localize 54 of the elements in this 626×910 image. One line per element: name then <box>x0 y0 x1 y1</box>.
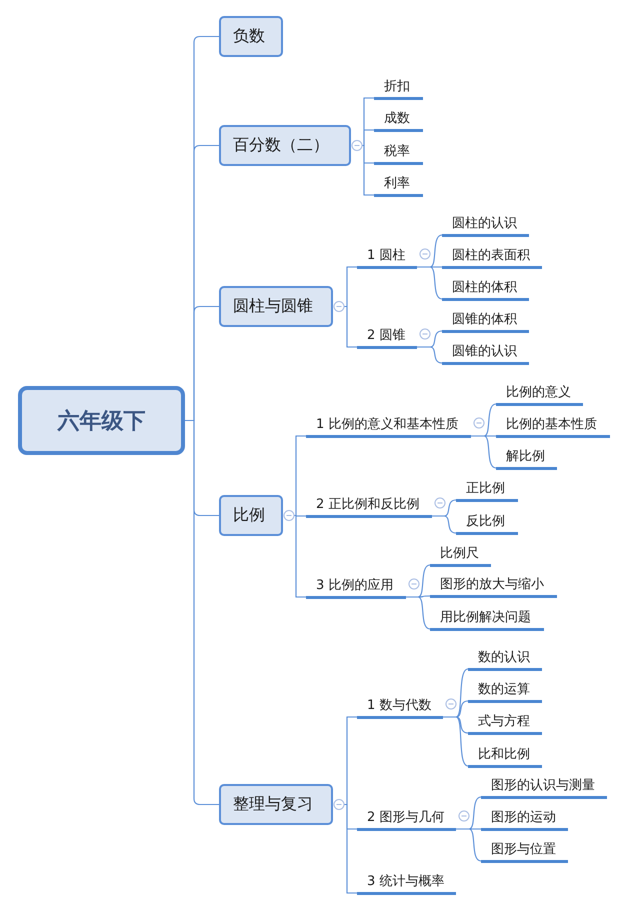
underlined-topic: 正比例 <box>456 478 518 502</box>
underlined-topic: 式与方程 <box>468 710 542 734</box>
topic-box: 圆柱与圆锥 <box>219 286 333 327</box>
underlined-topic: 图形的运动 <box>481 806 568 830</box>
underlined-topic: 2 圆锥 <box>357 324 417 348</box>
underlined-topic: 2 正比例和反比例 <box>306 494 432 518</box>
underlined-topic: 用比例解决问题 <box>430 606 544 630</box>
underlined-topic: 圆锥的体积 <box>442 308 529 332</box>
connector-line <box>471 435 496 469</box>
topic-box: 比例 <box>219 495 283 536</box>
underlined-topic: 数的运算 <box>468 678 542 702</box>
connector-line <box>417 346 442 364</box>
underlined-topic: 图形与位置 <box>481 838 568 862</box>
connector-line <box>344 266 357 308</box>
underlined-topic: 利率 <box>374 172 423 196</box>
connector-line <box>417 266 442 300</box>
underlined-topic: 成数 <box>374 108 423 132</box>
connector-line <box>344 804 357 894</box>
connector-line <box>443 716 468 766</box>
underlined-topic: 3 比例的应用 <box>306 574 406 598</box>
connector-line <box>344 716 357 806</box>
underlined-topic: 图形的认识与测量 <box>481 774 607 798</box>
underlined-topic: 圆柱的表面积 <box>442 244 542 268</box>
underlined-topic: 比和比例 <box>468 744 542 768</box>
underlined-topic: 反比例 <box>456 510 518 534</box>
connector-line <box>294 435 306 516</box>
underlined-topic: 3 统计与概率 <box>357 870 456 894</box>
root-topic-box: 六年级下 <box>18 386 185 455</box>
topic-box: 负数 <box>219 16 283 57</box>
underlined-topic: 1 数与代数 <box>357 694 443 718</box>
topic-box: 整理与复习 <box>219 784 333 825</box>
underlined-topic: 1 比例的意义和基本性质 <box>306 414 471 438</box>
underlined-topic: 圆柱的体积 <box>442 276 529 300</box>
underlined-topic: 图形的放大与缩小 <box>430 574 557 598</box>
underlined-topic: 1 圆柱 <box>357 244 417 268</box>
underlined-topic: 比例的基本性质 <box>496 414 610 438</box>
underlined-topic: 比例尺 <box>430 542 491 566</box>
underlined-topic: 比例的意义 <box>496 382 583 406</box>
connector-line <box>456 828 482 862</box>
underlined-topic: 折扣 <box>374 76 423 100</box>
underlined-topic: 圆锥的认识 <box>442 340 529 364</box>
connector-line <box>432 515 456 534</box>
underlined-topic: 税率 <box>374 140 423 164</box>
underlined-topic: 圆柱的认识 <box>442 212 529 236</box>
connector-line <box>294 514 306 598</box>
connector-line <box>294 514 306 517</box>
connector-line <box>344 306 357 348</box>
connector-line <box>406 596 430 630</box>
connector-line <box>362 144 374 196</box>
underlined-topic: 2 图形与几何 <box>357 806 456 830</box>
connector-line <box>362 129 374 146</box>
underlined-topic: 数的认识 <box>468 646 542 670</box>
underlined-topic: 解比例 <box>496 446 557 470</box>
topic-box: 百分数（二） <box>219 125 351 166</box>
